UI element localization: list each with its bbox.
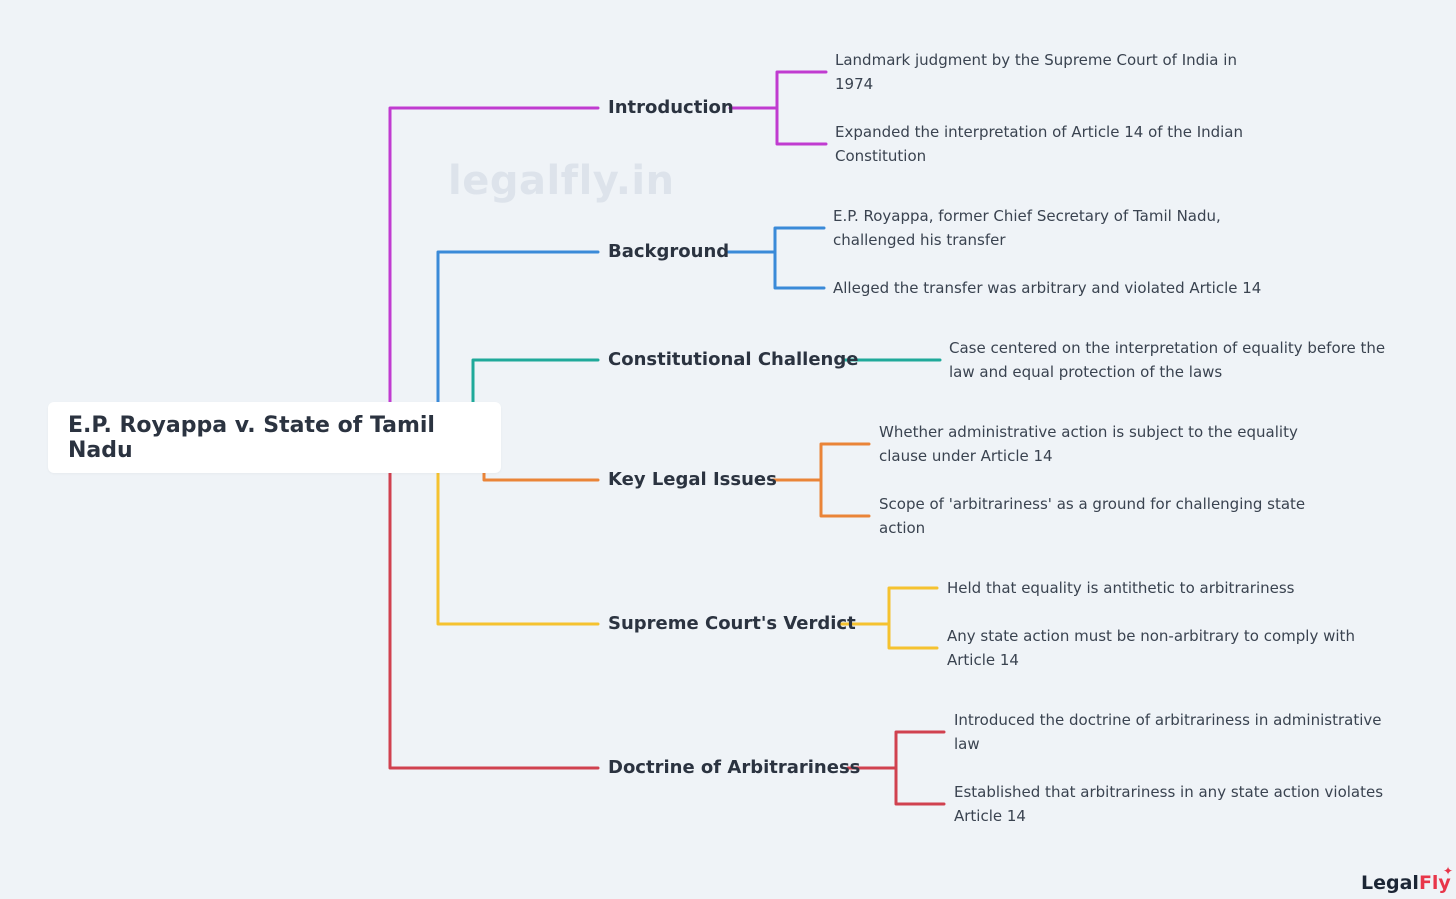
leaf-background-1[interactable]: E.P. Royappa, former Chief Secretary of … bbox=[833, 207, 1221, 249]
root-node[interactable]: E.P. Royappa v. State of Tamil Nadu bbox=[48, 402, 501, 473]
link-root-introduction bbox=[388, 106, 600, 404]
watermark: legalfly.in bbox=[448, 158, 675, 204]
root-label: E.P. Royappa v. State of Tamil Nadu bbox=[68, 412, 435, 463]
legalfly-logo[interactable]: LegalFly✦ bbox=[1361, 864, 1453, 894]
logo-spark-icon: ✦ bbox=[1443, 864, 1454, 878]
leaf-doctrine-1[interactable]: Introduced the doctrine of arbitrariness… bbox=[954, 711, 1382, 753]
link-key-issues-leaves bbox=[771, 442, 871, 518]
branch-doctrine-of-arbitrariness[interactable]: Doctrine of Arbitrariness bbox=[608, 757, 861, 778]
branch-introduction[interactable]: Introduction bbox=[608, 97, 734, 118]
link-root-doctrine bbox=[388, 471, 600, 770]
branch-background[interactable]: Background bbox=[608, 241, 730, 262]
leaf-key-issues-1[interactable]: Whether administrative action is subject… bbox=[879, 423, 1298, 465]
link-root-verdict bbox=[436, 471, 600, 626]
branch-supreme-court-verdict[interactable]: Supreme Court's Verdict bbox=[608, 613, 856, 634]
leaf-introduction-1[interactable]: Landmark judgment by the Supreme Court o… bbox=[835, 51, 1237, 93]
branch-key-legal-issues[interactable]: Key Legal Issues bbox=[608, 469, 777, 490]
logo-text-fly: Fly bbox=[1418, 872, 1451, 894]
leaf-background-2[interactable]: Alleged the transfer was arbitrary and v… bbox=[833, 279, 1262, 297]
leaf-introduction-2[interactable]: Expanded the interpretation of Article 1… bbox=[835, 123, 1244, 165]
link-background-leaves bbox=[726, 226, 826, 290]
leaf-key-issues-2[interactable]: Scope of 'arbitrariness' as a ground for… bbox=[879, 495, 1306, 537]
leaf-constitutional-1[interactable]: Case centered on the interpretation of e… bbox=[949, 339, 1386, 381]
branch-constitutional-challenge[interactable]: Constitutional Challenge bbox=[608, 349, 859, 370]
leaf-doctrine-2[interactable]: Established that arbitrariness in any st… bbox=[954, 783, 1384, 825]
link-doctrine-leaves bbox=[846, 730, 946, 806]
link-verdict-leaves bbox=[839, 586, 939, 650]
link-root-constitutional bbox=[471, 358, 600, 404]
leaf-verdict-2[interactable]: Any state action must be non-arbitrary t… bbox=[947, 627, 1355, 669]
link-introduction-leaves bbox=[728, 70, 828, 146]
leaf-verdict-1[interactable]: Held that equality is antithetic to arbi… bbox=[947, 579, 1295, 597]
link-root-key-issues bbox=[482, 471, 600, 482]
link-root-background bbox=[436, 250, 600, 404]
logo-text-legal: Legal bbox=[1361, 872, 1419, 894]
